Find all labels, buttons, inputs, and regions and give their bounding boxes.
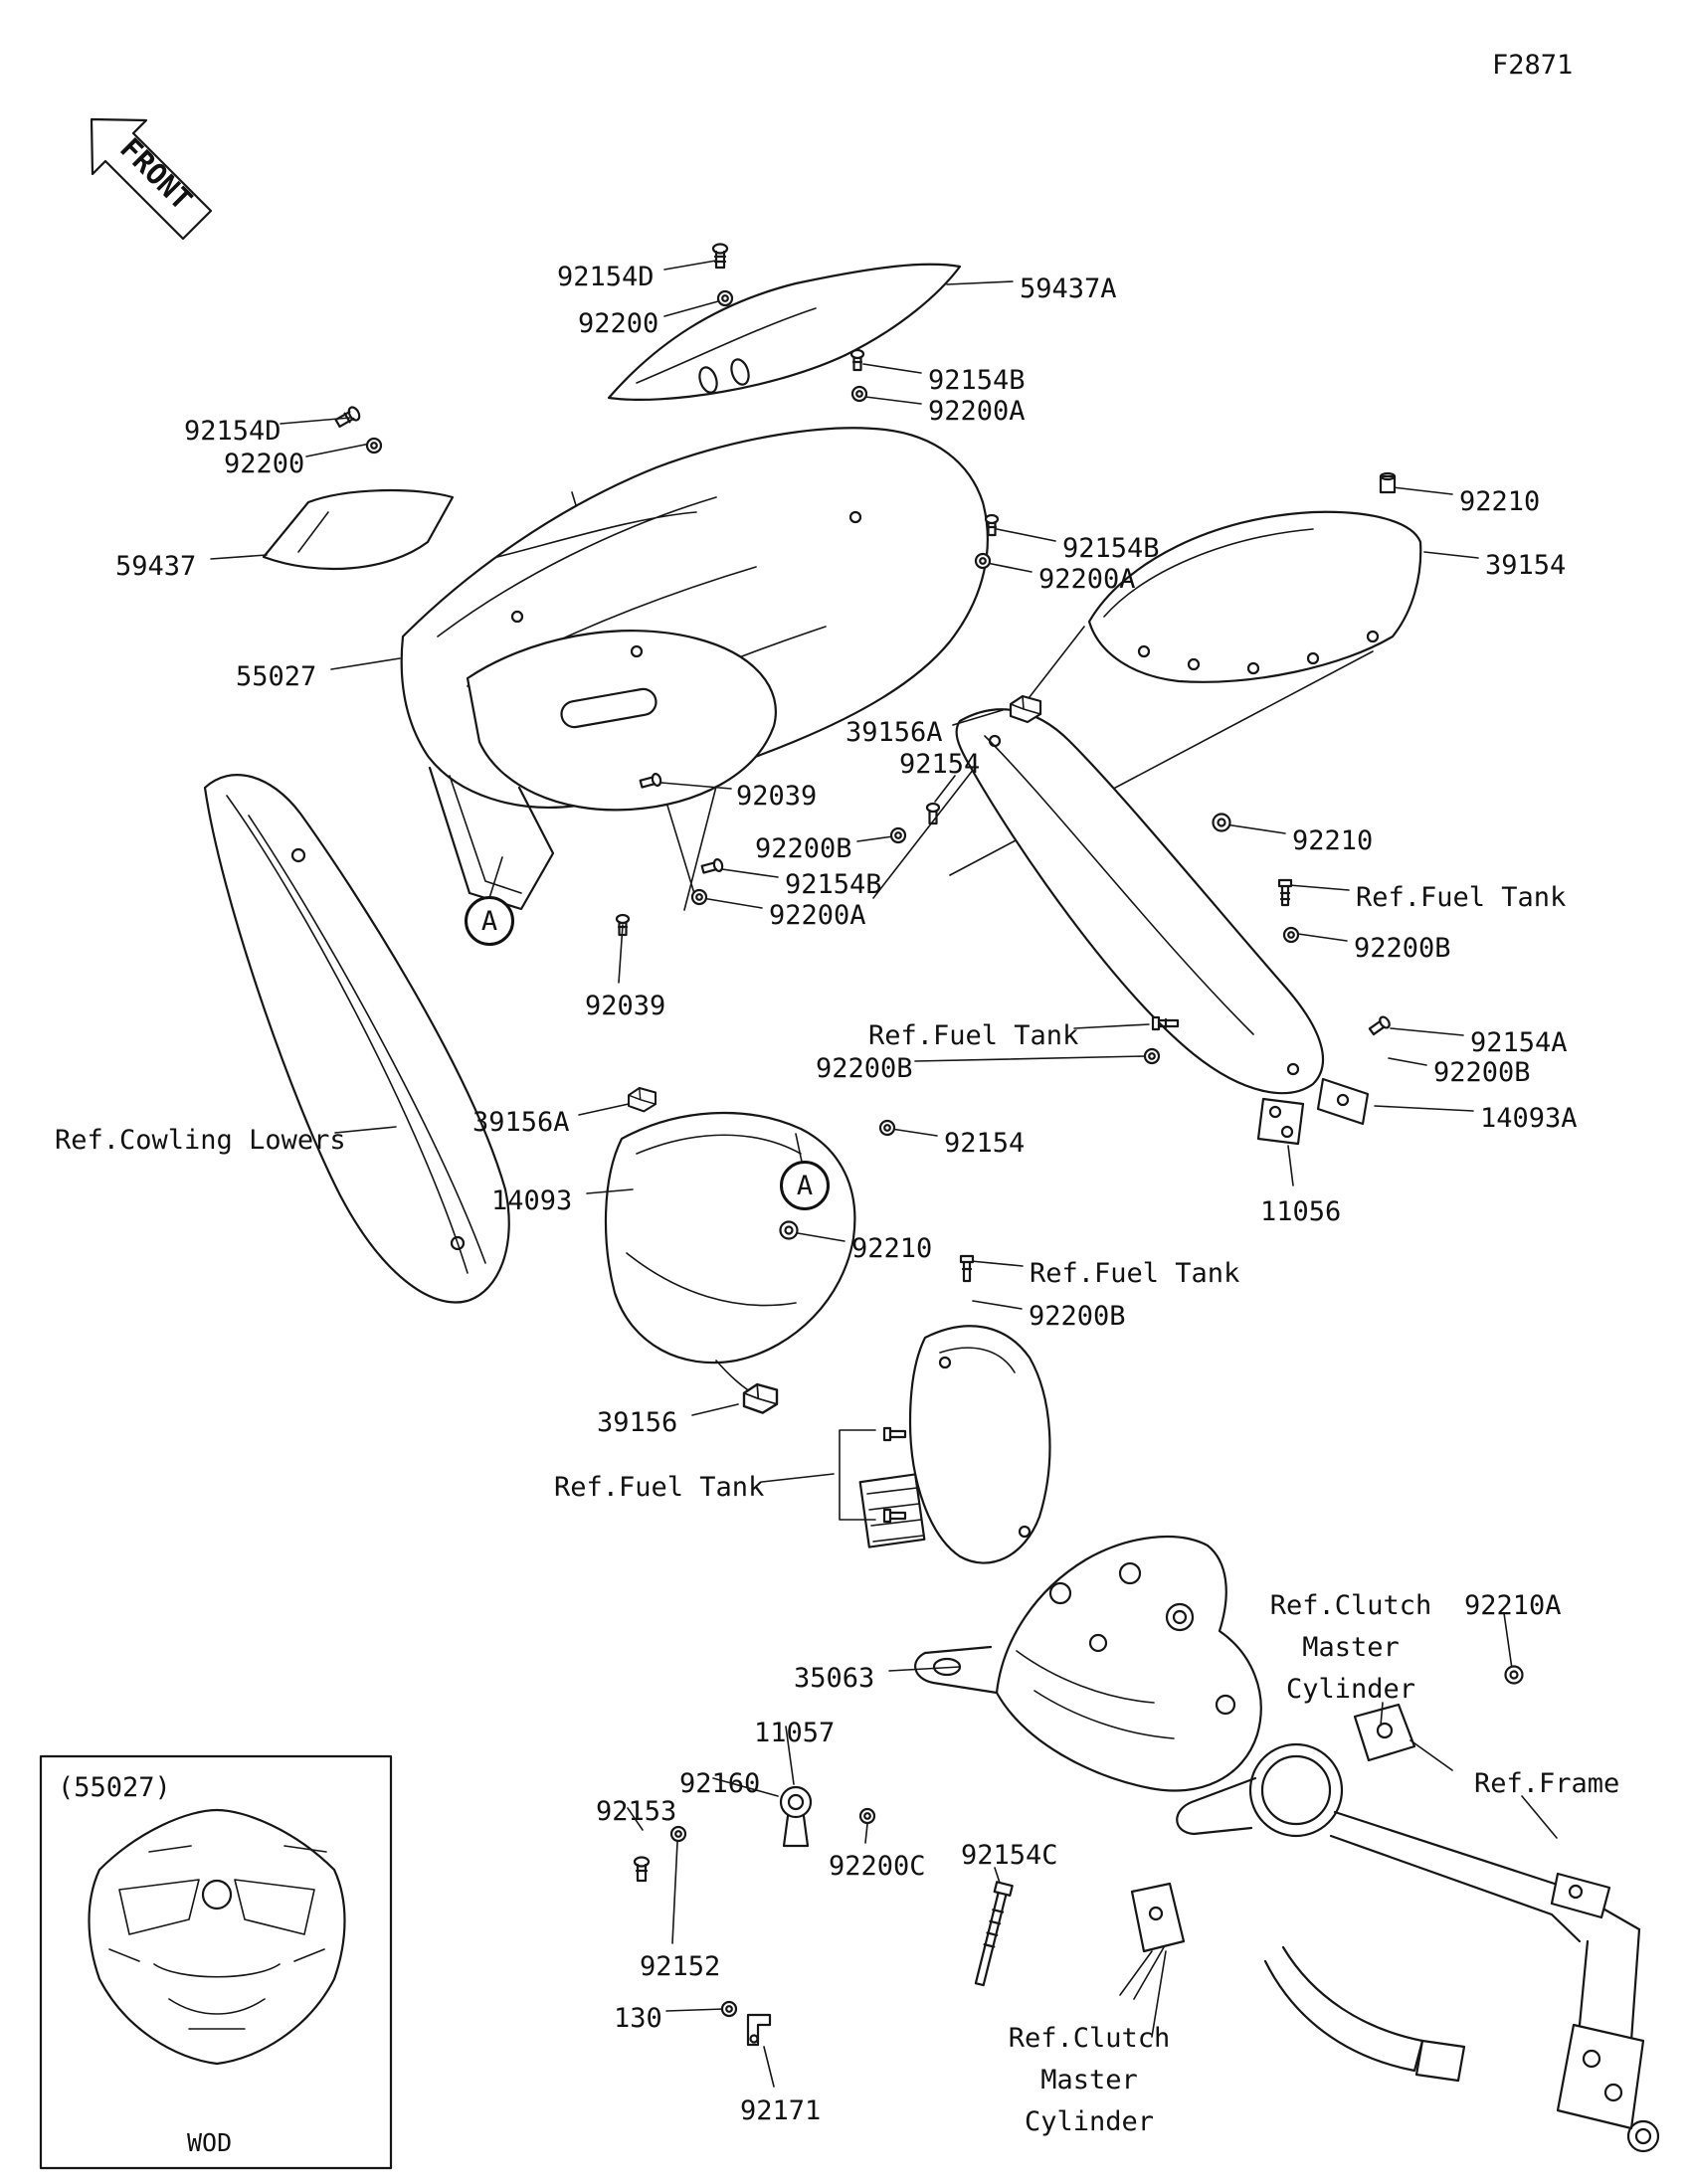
part-label: Ref.Fuel Tank (1030, 1258, 1240, 1289)
part-label: 92200B (1029, 1301, 1126, 1332)
part-label: 92171 (740, 2095, 822, 2126)
view-marker-letter: A (480, 905, 498, 937)
part-label: 92200A (769, 900, 866, 931)
part-label: 39156 (597, 1407, 678, 1438)
upper-cowl-art (400, 427, 989, 911)
meter-stay-art (914, 1536, 1262, 1792)
part-label: Ref.Frame (1474, 1768, 1620, 1799)
part-label: 11057 (754, 1718, 836, 1748)
part-label: 92210 (851, 1233, 933, 1264)
right-inner-cowl-art (955, 708, 1370, 1146)
left-cowling-lower-art (203, 774, 510, 1304)
part-label: 92200B (816, 1053, 913, 1084)
part-label: 39156A (846, 717, 943, 748)
part-label: 92154B (785, 869, 882, 900)
clutch-bracket-bottom (1119, 1882, 1186, 2000)
part-label: 59437A (1020, 273, 1117, 304)
part-label: 92200B (1354, 933, 1451, 964)
part-label: 92210A (1464, 1590, 1562, 1621)
part-label: 92154B (928, 365, 1026, 396)
clutch-bracket-top (1353, 1703, 1453, 1771)
part-label: Ref.Fuel Tank (1356, 882, 1567, 913)
part-label: 39154 (1485, 550, 1567, 581)
part-label: 92200 (224, 449, 305, 479)
fuel-tank-bracket (839, 1429, 876, 1521)
view-marker-a-2: A (780, 1161, 830, 1210)
part-label: 92039 (585, 991, 666, 1021)
view-marker-a-1: A (465, 896, 514, 946)
part-label: 39156A (472, 1107, 570, 1138)
part-label: 92200C (829, 1851, 926, 1882)
part-label: 14093A (1480, 1103, 1578, 1134)
part-label: 92154 (899, 749, 981, 780)
right-windshield-art (1087, 510, 1422, 683)
part-label: 92200B (755, 833, 852, 864)
thumbnail-caption: (55027) (58, 1772, 171, 1803)
part-label: 92154B (1062, 533, 1160, 564)
part-label: Ref.Cowling Lowers (55, 1125, 346, 1156)
part-label: 92200A (928, 396, 1026, 427)
fasteners (334, 243, 1524, 2047)
left-trim-art (262, 488, 455, 571)
inner-cowl-tail-art (858, 1325, 1051, 1564)
thumbnail-cowl-art (88, 1808, 346, 2066)
leader-lines (210, 260, 1558, 2088)
part-label: 92152 (640, 1951, 721, 1982)
part-label: 92200B (1433, 1057, 1531, 1088)
part-label: 35063 (794, 1663, 875, 1694)
part-label: 11056 (1260, 1196, 1342, 1227)
view-marker-letter: A (796, 1170, 814, 1201)
part-label: 92160 (679, 1768, 761, 1799)
part-label: 130 (614, 2003, 662, 2034)
part-label: 92154 (944, 1128, 1026, 1159)
part-label: 92154D (184, 416, 282, 447)
page-code: F2871 (1492, 50, 1574, 81)
frame-art (1176, 1742, 1660, 2153)
part-label: 92210 (1459, 486, 1541, 517)
part-label: 59437 (115, 551, 197, 582)
part-label: 92210 (1292, 825, 1374, 856)
part-label: Ref.Clutch Master Cylinder (1269, 1590, 1432, 1705)
thumbnail-box (39, 1754, 393, 2170)
part-label: Ref.Clutch Master Cylinder (1008, 2023, 1171, 2137)
part-label: 92200A (1038, 564, 1136, 595)
part-label: Ref.Fuel Tank (868, 1020, 1079, 1051)
part-label: Ref.Fuel Tank (554, 1472, 765, 1503)
part-label: 92154C (961, 1840, 1058, 1871)
part-label: 14093 (491, 1185, 573, 1216)
center-inner-cowl-art (604, 1111, 856, 1393)
part-label: 92153 (596, 1796, 677, 1827)
part-label: 92154A (1470, 1027, 1568, 1058)
part-label: 92154D (557, 262, 655, 292)
part-label: 55027 (236, 661, 317, 692)
thumbnail-watermark: WOD (187, 2128, 233, 2157)
part-label: 92039 (736, 781, 818, 812)
part-label: 92200 (578, 308, 659, 339)
windscreen-trim-art (607, 263, 962, 401)
front-arrow: FRONT (90, 117, 213, 241)
